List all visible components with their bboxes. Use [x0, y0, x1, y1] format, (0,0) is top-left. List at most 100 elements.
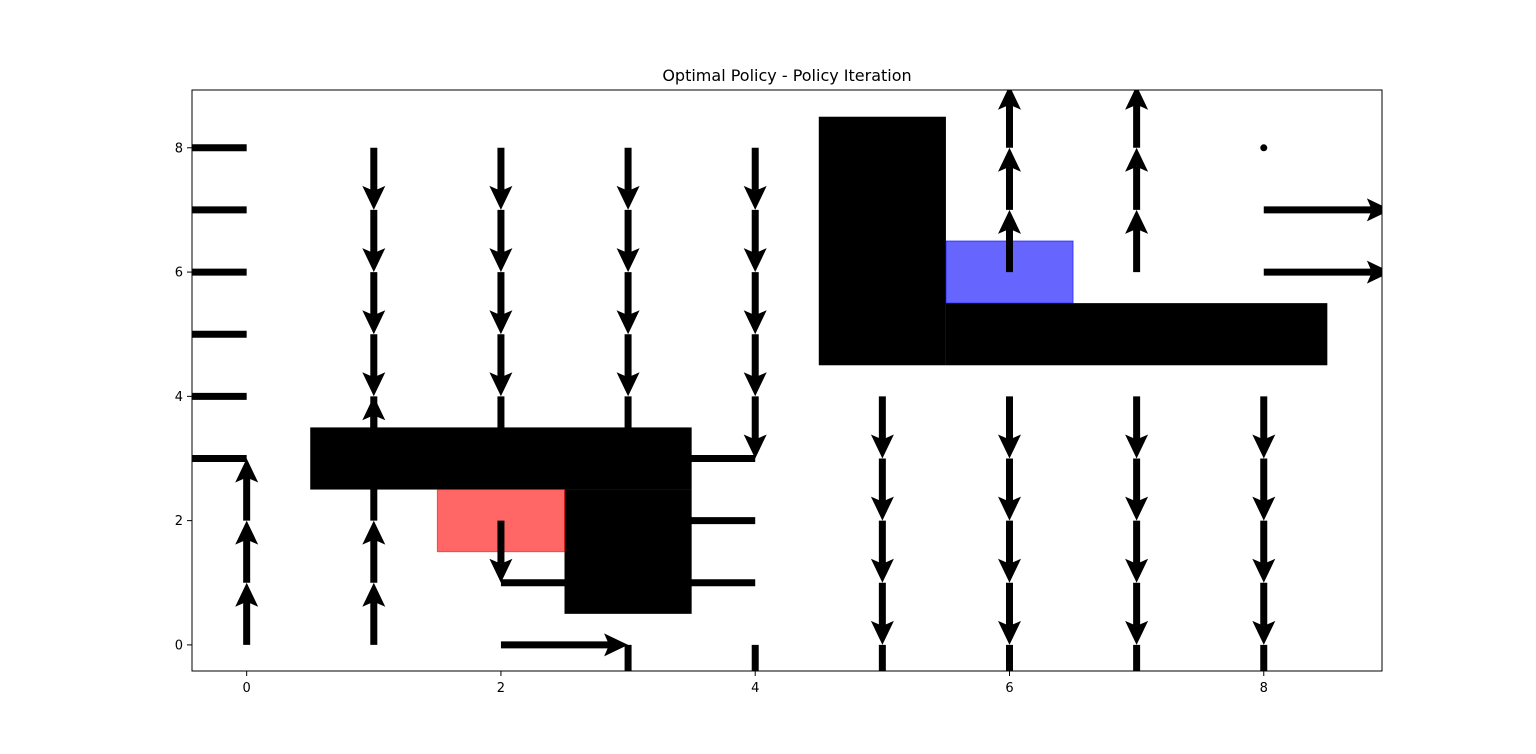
policy-arrow-up	[235, 582, 259, 645]
x-tick-label: 8	[1260, 681, 1268, 696]
arrow-head	[1125, 434, 1149, 459]
arrow-head	[998, 434, 1021, 459]
policy-arrow-up	[362, 396, 386, 459]
policy-arrow-right	[1263, 260, 1382, 284]
plot-area	[192, 90, 1382, 671]
policy-arrow-down	[743, 147, 767, 210]
policy-arrow-down	[878, 644, 886, 671]
policy-arrow-down	[489, 520, 513, 583]
arrow-head	[870, 620, 894, 645]
policy-arrow-down	[1252, 396, 1276, 459]
arrow-head	[998, 496, 1021, 521]
axes-frame	[191, 89, 1383, 672]
arrow-head	[628, 447, 653, 470]
policy-arrow-down	[1252, 582, 1276, 645]
policy-arrow-down	[362, 334, 386, 397]
arrow-head	[616, 248, 640, 273]
arrow-head	[489, 248, 513, 273]
policy-arrow-right	[500, 571, 629, 595]
chart-title: Optimal Policy - Policy Iteration	[662, 66, 911, 85]
policy-arrow-down	[616, 272, 640, 335]
arrow-head	[998, 90, 1021, 110]
arrow-head	[362, 248, 386, 273]
arrow-head	[235, 458, 259, 483]
y-tick-label: 8	[175, 141, 183, 156]
arrow-head	[362, 582, 386, 607]
arrow-head	[870, 496, 894, 521]
arrow-head	[1125, 496, 1149, 521]
arrow-head	[1125, 620, 1149, 645]
policy-arrow-left	[192, 330, 247, 338]
arrow-head	[998, 620, 1021, 645]
policy-arrow-up	[1125, 147, 1149, 210]
policy-arrow-left	[192, 206, 247, 214]
obstacle-block-1	[564, 489, 692, 614]
policy-arrow-up	[362, 582, 386, 645]
arrow-head	[362, 396, 386, 421]
arrow-head	[489, 558, 513, 583]
arrow-head	[1366, 260, 1382, 284]
arrow-head	[998, 558, 1021, 583]
policy-arrow-left	[628, 509, 756, 533]
policy-arrow-down	[870, 458, 894, 521]
policy-arrow-down	[743, 334, 767, 397]
arrow-head	[743, 434, 767, 459]
policy-arrow-down	[751, 644, 759, 671]
policy-arrow-down	[616, 209, 640, 273]
policy-arrow-left	[192, 454, 247, 462]
arrow-head	[489, 372, 513, 397]
policy-arrow-down	[743, 209, 767, 273]
policy-arrow-down	[616, 396, 640, 459]
policy-arrow-down	[624, 644, 632, 671]
arrow-head	[1252, 496, 1276, 521]
policy-arrow-down	[1133, 644, 1141, 671]
policy-arrow-up	[998, 147, 1021, 210]
arrow-head	[604, 633, 629, 657]
policy-arrow-up	[235, 458, 259, 521]
obstacle-block-2	[818, 116, 946, 366]
arrow-head	[1252, 434, 1276, 459]
arrow-head	[743, 248, 767, 273]
arrow-head	[998, 147, 1021, 172]
arrow-head	[616, 434, 640, 459]
arrow-head	[362, 372, 386, 397]
policy-arrow-down	[870, 396, 894, 459]
y-tick-label: 6	[175, 266, 183, 281]
policy-arrow-down	[1125, 396, 1149, 459]
policy-arrow-down	[998, 520, 1021, 583]
policy-arrow-down	[998, 396, 1021, 459]
y-tick-label: 4	[175, 390, 183, 405]
arrow-head	[1125, 90, 1149, 110]
policy-arrow-down	[743, 396, 767, 459]
policy-arrow-down	[489, 396, 513, 459]
policy-arrow-down	[998, 582, 1021, 645]
arrow-head	[362, 310, 386, 335]
policy-arrow-up	[998, 209, 1021, 273]
obstacle-block-3	[945, 303, 1328, 366]
policy-arrow-down	[362, 147, 386, 210]
arrow-head	[743, 372, 767, 397]
arrow-head	[604, 571, 629, 595]
arrow-head	[628, 571, 653, 595]
arrow-head	[362, 520, 386, 545]
arrow-head	[743, 185, 767, 210]
policy-arrow-up	[1125, 209, 1149, 273]
policy-arrow-down	[1125, 582, 1149, 645]
arrow-head	[743, 310, 767, 335]
policy-arrow-right	[1263, 198, 1382, 222]
policy-arrow-down	[1252, 458, 1276, 521]
policy-arrow-down	[870, 582, 894, 645]
policy-arrow-down	[743, 272, 767, 335]
arrow-head	[616, 310, 640, 335]
policy-arrow-down	[362, 209, 386, 273]
policy-arrow-down	[362, 272, 386, 335]
policy-arrow-down	[616, 147, 640, 210]
arrow-head	[870, 558, 894, 583]
policy-arrow-down	[489, 147, 513, 210]
arrow-head	[616, 372, 640, 397]
policy-arrow-down	[1252, 520, 1276, 583]
arrow-head	[489, 434, 513, 459]
